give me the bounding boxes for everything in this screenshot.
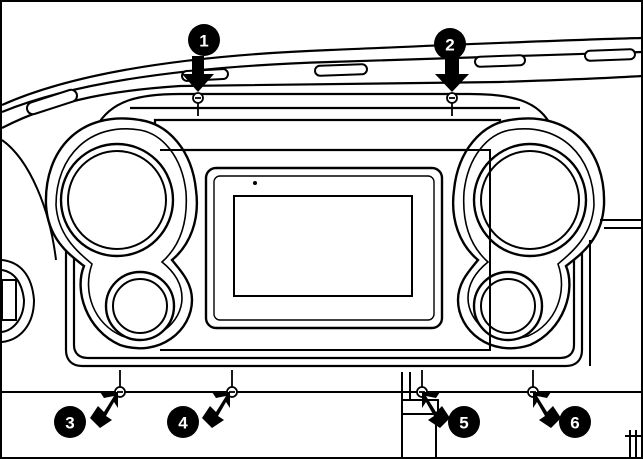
display-sensor xyxy=(253,181,257,185)
callout-2: 2 xyxy=(434,28,466,60)
right-small-gauge-face xyxy=(480,278,536,334)
callout-5: 5 xyxy=(448,406,480,438)
arrow-2 xyxy=(435,56,469,92)
right-large-gauge-face xyxy=(480,150,580,250)
left-side-knob xyxy=(1,139,57,343)
callout-3: 3 xyxy=(54,406,86,438)
arrow-5 xyxy=(422,392,450,428)
arrow-1 xyxy=(182,56,214,92)
arrow-3 xyxy=(90,392,118,428)
callout-2-label: 2 xyxy=(445,36,454,55)
callout-4-label: 4 xyxy=(178,414,188,433)
screw-1 xyxy=(192,92,204,116)
callout-1: 1 xyxy=(188,24,220,56)
callout-5-label: 5 xyxy=(459,414,468,433)
callout-6: 6 xyxy=(559,406,591,438)
callout-4: 4 xyxy=(167,406,199,438)
callout-arrows xyxy=(90,56,561,428)
callout-3-label: 3 xyxy=(65,414,74,433)
display-screen xyxy=(233,195,413,297)
left-small-gauge-face xyxy=(112,278,168,334)
callout-1-label: 1 xyxy=(199,32,208,51)
screw-2 xyxy=(446,92,458,116)
arrow-6 xyxy=(533,392,561,428)
center-display xyxy=(160,149,491,351)
arrow-4 xyxy=(202,392,230,428)
left-large-gauge-face xyxy=(67,150,167,250)
callout-markers: 1 2 3 4 5 6 xyxy=(54,24,591,438)
callout-6-label: 6 xyxy=(570,414,579,433)
left-gauge-pod xyxy=(44,117,199,350)
